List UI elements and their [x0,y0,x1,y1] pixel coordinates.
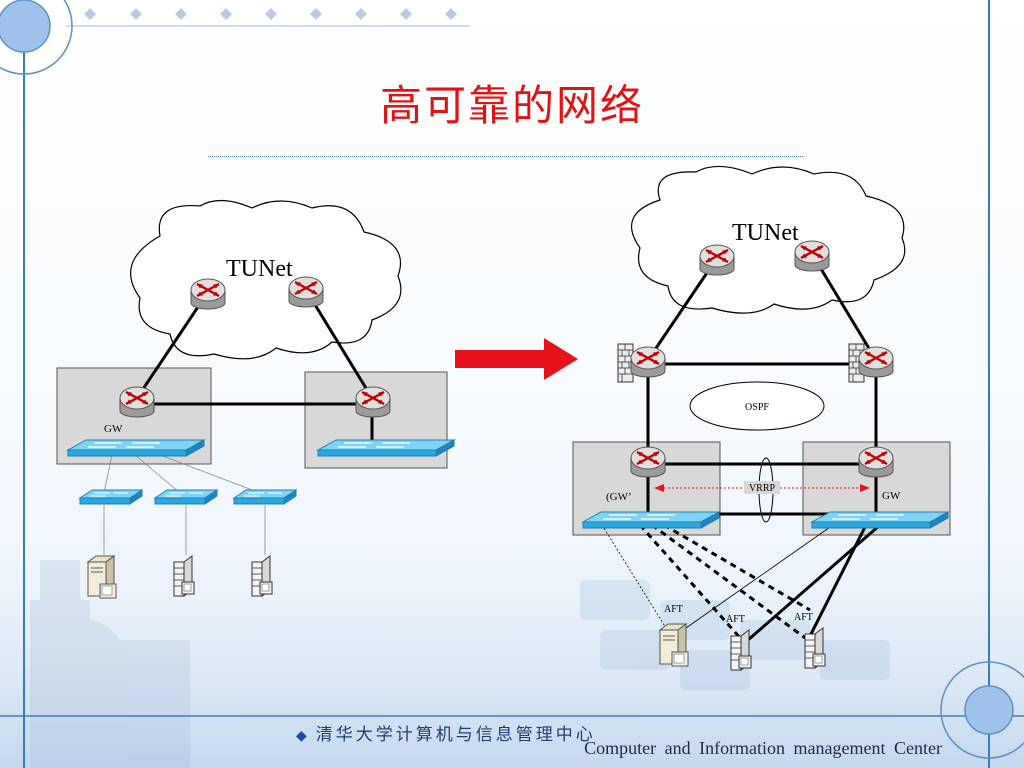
left-cloud-router-1 [189,277,227,311]
left-host-2 [251,555,273,597]
right-gateway-router [857,445,895,479]
aft-label-3: AFT [794,612,813,623]
title-divider [208,156,803,157]
left-peer-switch [317,439,455,457]
right-cloud-label: TUNet [732,220,799,246]
left-cloud [130,199,402,360]
left-peer-router [354,385,392,419]
ospf-label: OSPF [745,402,769,413]
left-host-1 [173,555,195,597]
left-access-switch-2 [154,489,218,505]
right-host-2 [804,627,826,669]
left-access-switch-1 [79,489,143,505]
right-border-router-2 [857,345,895,379]
right-gateway-label: GW [882,490,901,502]
right-cloud-router-2 [793,239,831,273]
left-server [87,555,117,599]
page-title: 高可靠的网络 [379,81,644,130]
diamond-bullet-icon: ◆ [296,728,310,744]
right-backup-gateway-switch [582,511,720,529]
left-gateway-router [118,385,156,419]
right-cloud-router-1 [698,243,736,277]
aft-label-1: AFT [664,604,683,615]
footer-organization-cn: ◆ 清华大学计算机与信息管理中心 [296,720,596,745]
left-cloud-label: TUNet [226,256,293,282]
right-gateway-switch [811,511,949,529]
footer-organization-en: Computer and Information management Cent… [584,738,942,758]
ospf-area [689,381,825,431]
right-server [659,623,689,667]
right-host-1 [730,629,752,671]
right-border-router-1 [629,345,667,379]
aft-label-2: AFT [726,614,745,625]
left-cloud-router-2 [287,275,325,309]
left-gateway-label: GW [104,423,123,435]
left-access-switch-3 [233,489,297,505]
vrrp-label: VRRP [749,483,776,494]
footer-cn-text: 清华大学计算机与信息管理中心 [315,725,596,745]
right-backup-gateway-router [629,445,667,479]
right-backup-gateway-label: (GW’ [606,491,632,503]
transition-arrow [455,338,578,380]
right-cloud [630,165,906,314]
left-gateway-switch [67,439,205,457]
